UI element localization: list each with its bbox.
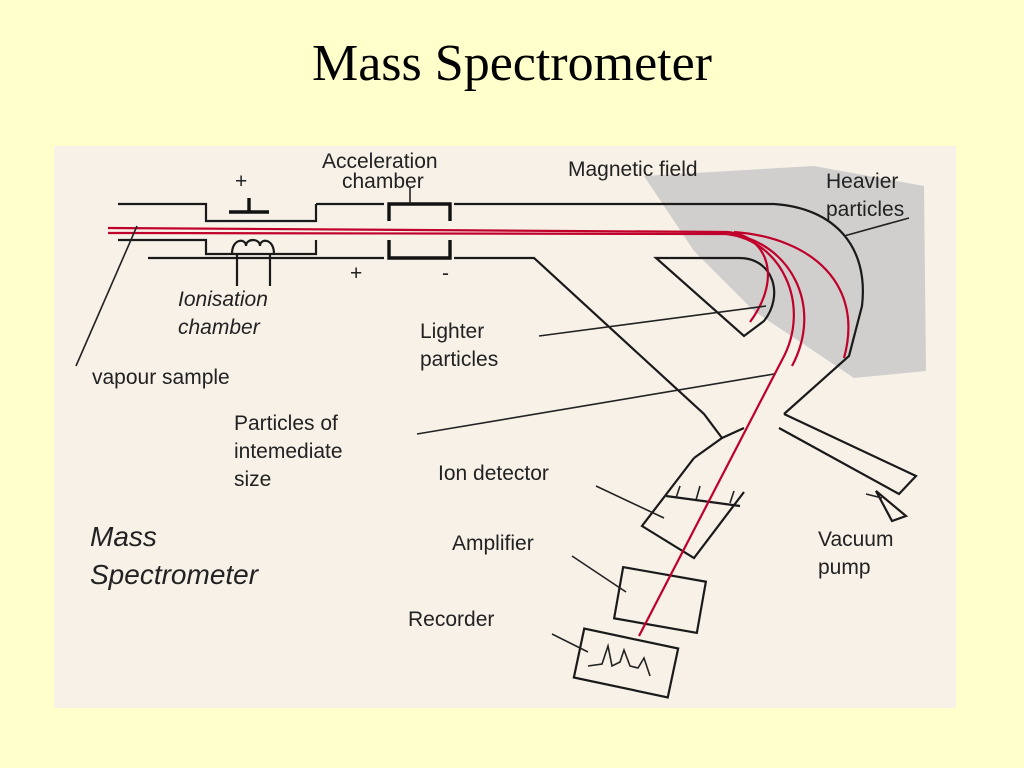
- acceleration-chamber-label-2: chamber: [342, 170, 424, 193]
- diagram-caption: Mass: [90, 521, 157, 552]
- ion-detector-label: Ion detector: [438, 462, 549, 485]
- ionisation-chamber-label: Ionisation: [178, 288, 268, 311]
- vacuum-pump-label-2: pump: [818, 556, 871, 579]
- amplifier-label: Amplifier: [452, 532, 534, 555]
- heavier-particles-label-2: particles: [826, 198, 904, 221]
- recorder-label: Recorder: [408, 608, 494, 631]
- flight-tube: [148, 202, 918, 560]
- heavier-particles-label: Heavier: [826, 170, 898, 193]
- diagram-panel: + + - Acceleration chamber Magnetic fiel…: [54, 146, 956, 708]
- ion-detector: [665, 485, 741, 508]
- slide-title: Mass Spectrometer: [311, 35, 712, 92]
- acceleration-chamber-label: Acceleration: [322, 150, 438, 173]
- magnetic-field-label: Magnetic field: [568, 158, 698, 181]
- intermediate-particles-label: Particles of: [234, 412, 338, 435]
- minus-sign-bottom: -: [442, 262, 449, 285]
- leader-lines: [75, 217, 910, 653]
- vacuum-pump-symbol: [875, 490, 909, 523]
- ionisation-chamber-label-2: chamber: [178, 316, 261, 339]
- plus-sign-bottom: +: [350, 262, 362, 285]
- lighter-particles-label: Lighter: [420, 320, 484, 343]
- magnetic-field-region: [644, 166, 926, 378]
- intermediate-particles-label-3: size: [234, 468, 271, 491]
- vapour-sample-label: vapour sample: [92, 366, 230, 389]
- ionisation-chamber: [118, 198, 318, 286]
- mass-spectrometer-diagram: + + - Acceleration chamber Magnetic fiel…: [75, 150, 926, 699]
- recorder-box: [572, 627, 680, 699]
- ion-beam: [107, 226, 850, 637]
- diagram-caption-2: Spectrometer: [90, 559, 260, 590]
- amplifier-box: [612, 565, 708, 635]
- intermediate-particles-label-2: intemediate: [234, 440, 343, 463]
- plus-sign-top: +: [235, 170, 247, 193]
- acceleration-chamber: [387, 188, 452, 260]
- lighter-particles-label-2: particles: [420, 348, 498, 371]
- vacuum-pump-label: Vacuum: [818, 528, 893, 551]
